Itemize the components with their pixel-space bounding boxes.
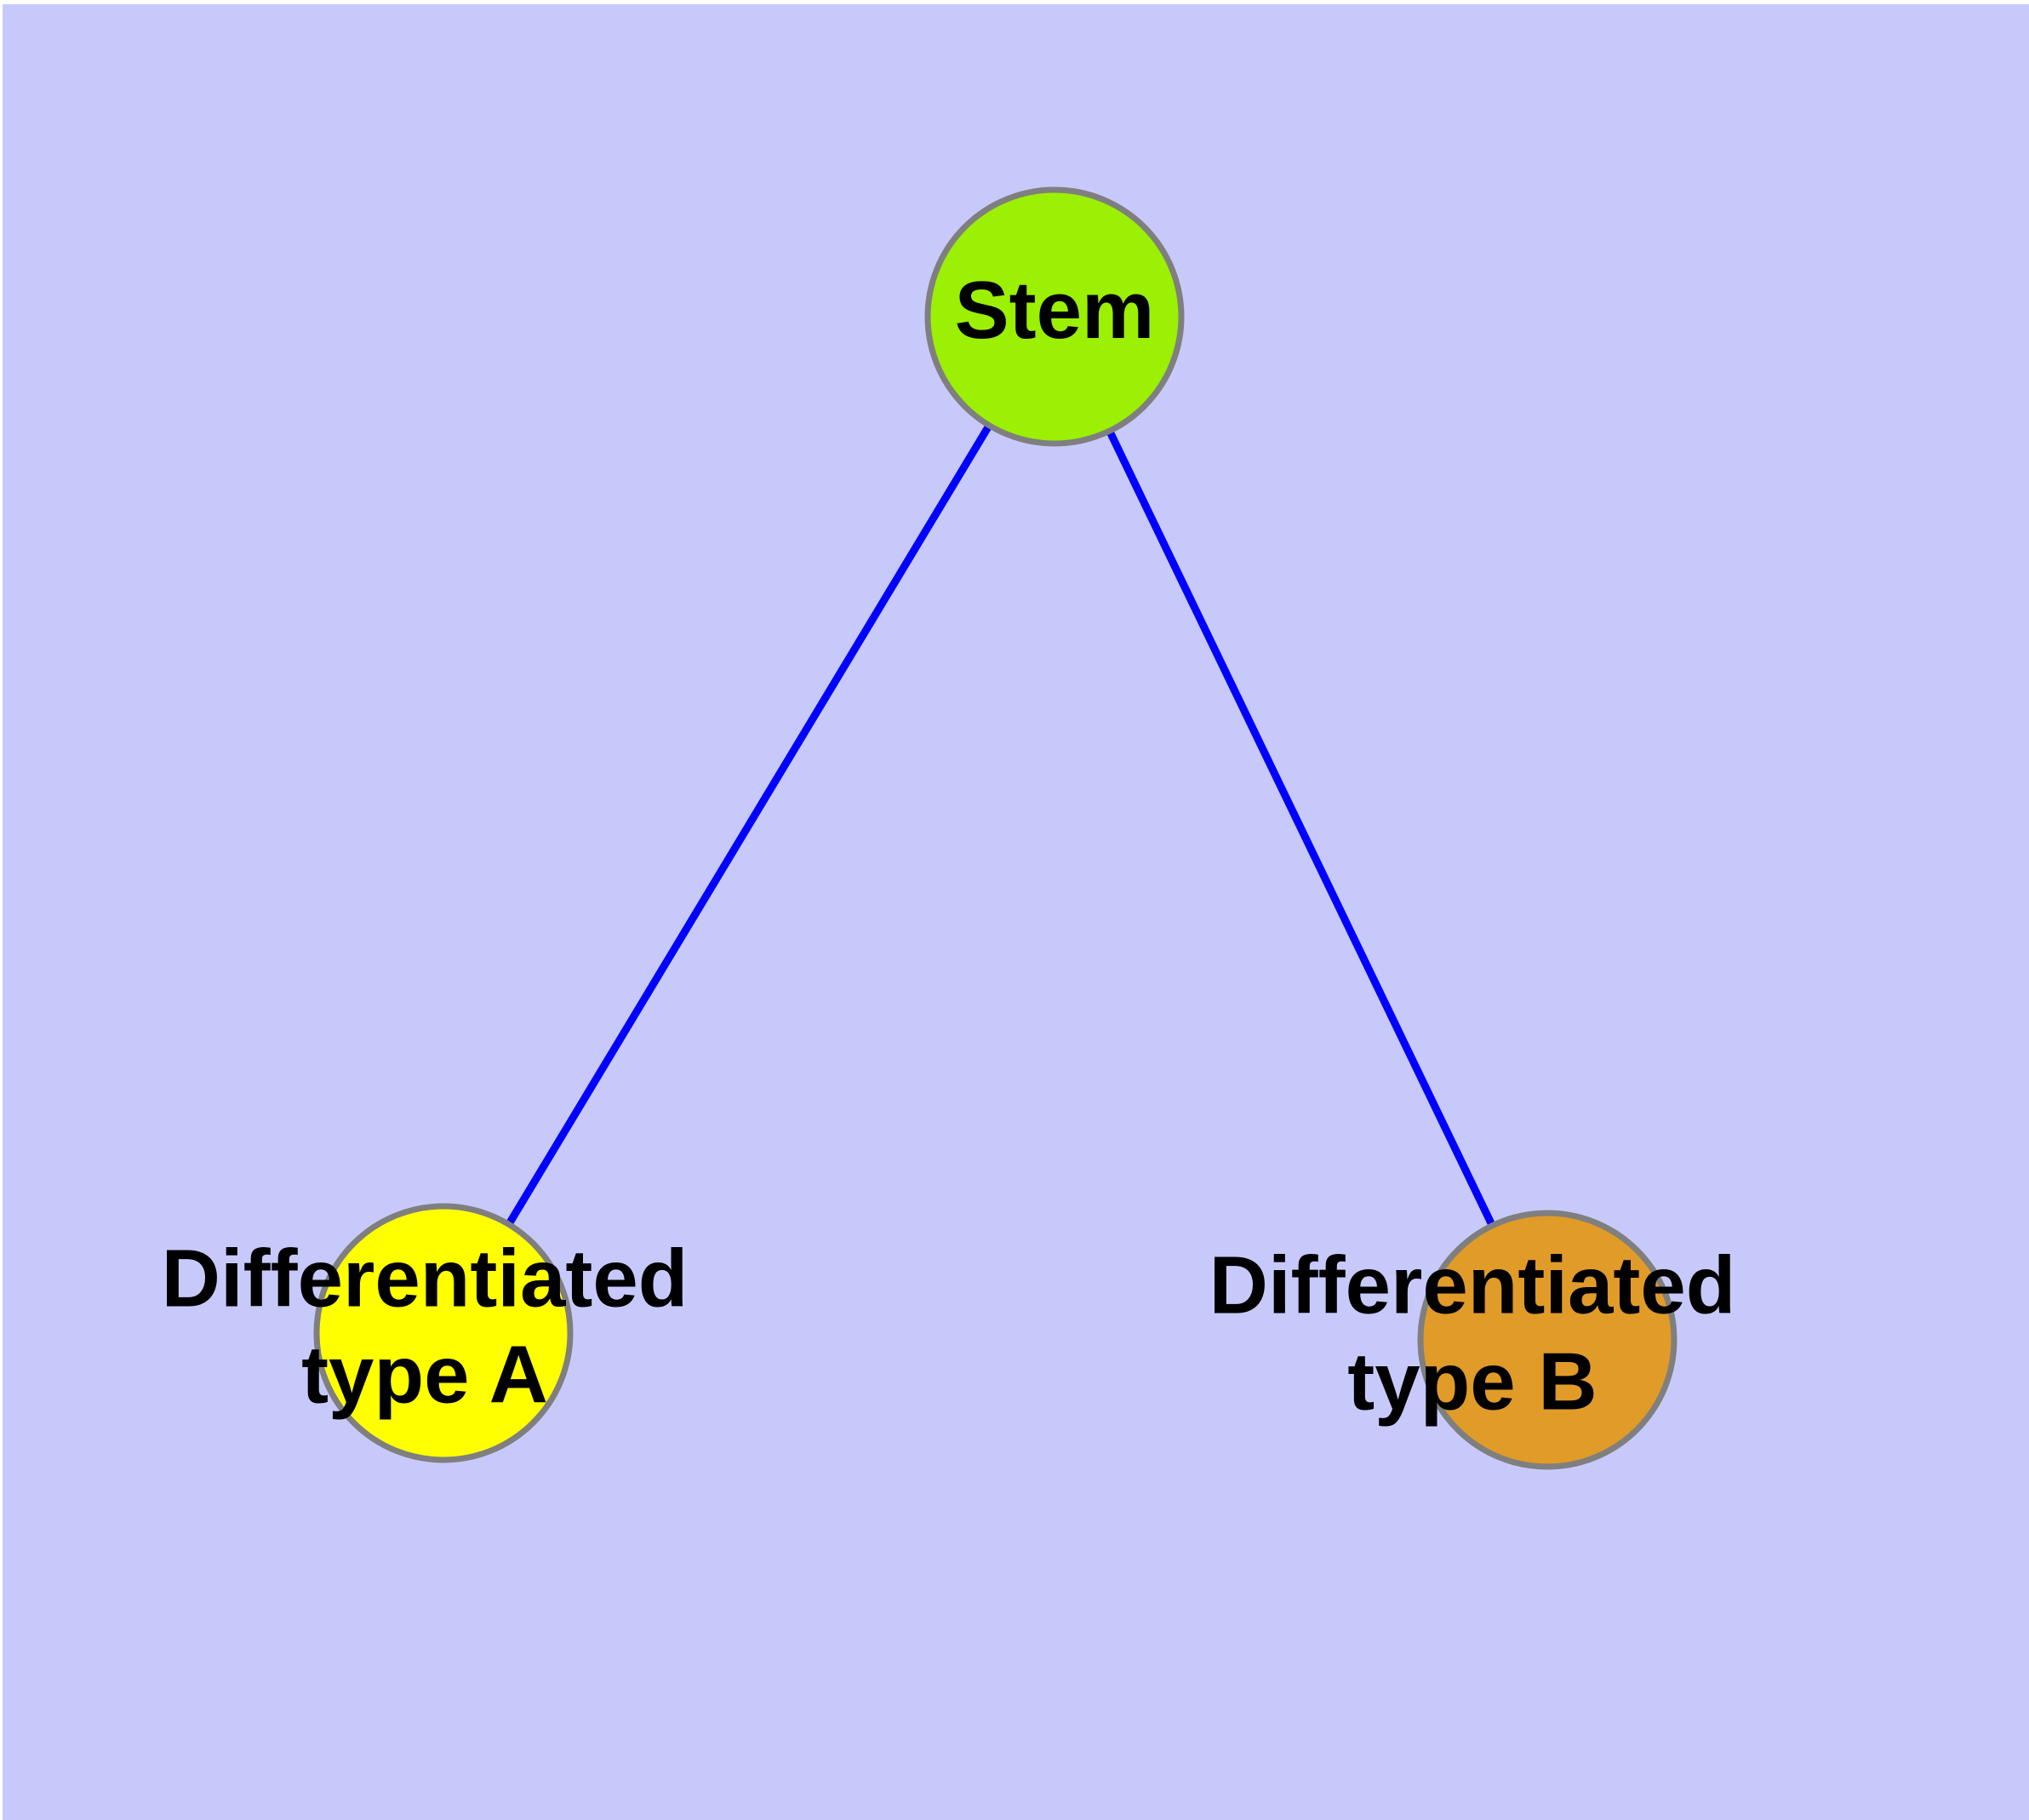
edge-stem-to-diff-a[interactable] <box>440 314 1058 1336</box>
edge-layer <box>440 314 1552 1342</box>
node-layer <box>313 186 1677 1470</box>
node-label-line: Stem <box>955 265 1155 356</box>
node-differentiated-type-b[interactable] <box>1417 1210 1677 1470</box>
node-label-line: Differentiated <box>162 1233 689 1325</box>
node-label-line: Differentiated <box>1209 1240 1736 1331</box>
node-label-line: type B <box>1347 1336 1597 1428</box>
edge-stem-to-diff-b[interactable] <box>1050 315 1552 1342</box>
node-stem-label: Stem <box>955 265 1155 356</box>
node-differentiated-type-a[interactable] <box>313 1203 574 1463</box>
node-label-line: type A <box>301 1330 548 1421</box>
node-stem[interactable] <box>924 186 1185 447</box>
